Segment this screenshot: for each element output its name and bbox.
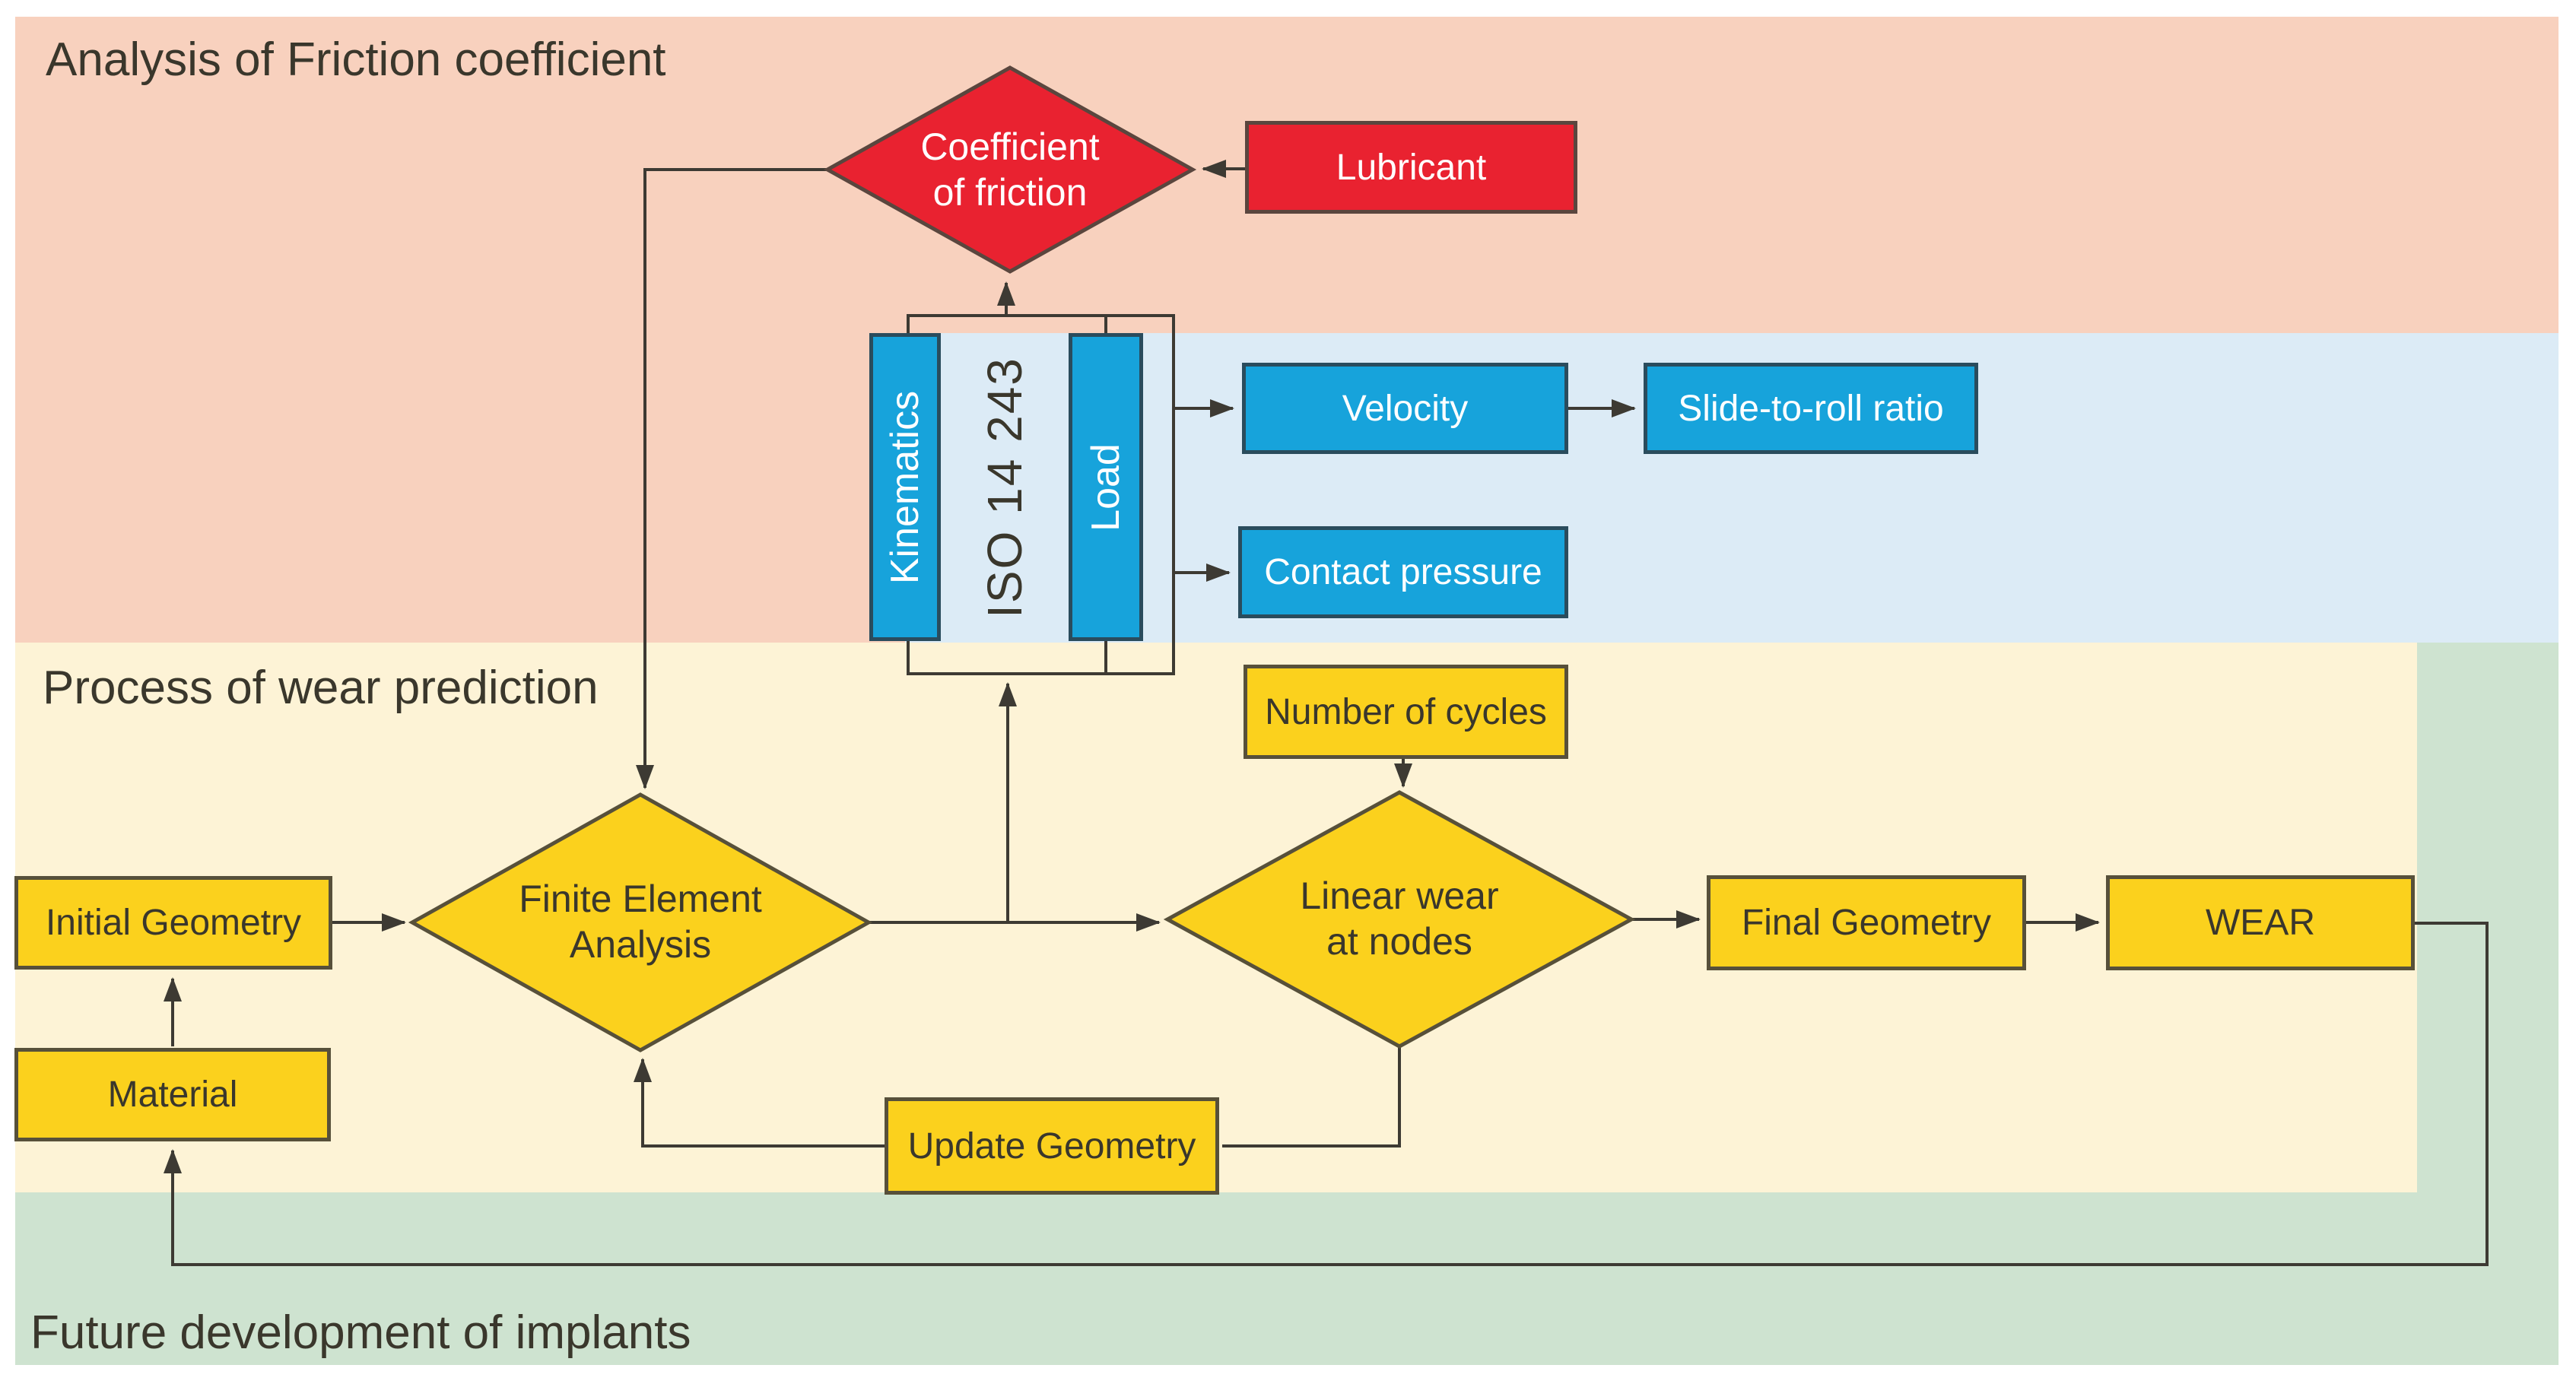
node-update-geometry: Update Geometry — [885, 1097, 1219, 1195]
node-material: Material — [14, 1048, 331, 1141]
label-friction-analysis: Analysis of Friction coefficient — [46, 33, 666, 86]
node-kinematics: Kinematics — [869, 333, 941, 641]
node-initial-geometry: Initial Geometry — [14, 876, 332, 970]
node-slide-to-roll-ratio-label: Slide-to-roll ratio — [1678, 388, 1944, 429]
diamond-finite-element-analysis-label-line2: Analysis — [570, 923, 711, 966]
node-velocity: Velocity — [1242, 363, 1568, 454]
node-wear-label: WEAR — [2206, 903, 2315, 943]
node-initial-geometry-label: Initial Geometry — [45, 903, 302, 943]
edge-cof-to-fea — [636, 168, 827, 789]
node-iso-standard: ISO 14 243 — [941, 333, 1069, 641]
node-material-label: Material — [107, 1075, 238, 1115]
node-load: Load — [1069, 333, 1143, 641]
diamond-coefficient-of-friction: Coefficient of friction — [823, 65, 1197, 274]
node-update-geometry-label: Update Geometry — [907, 1125, 1196, 1167]
diamond-linear-wear-label-line2: at nodes — [1326, 920, 1472, 963]
node-wear: WEAR — [2106, 875, 2415, 970]
diamond-linear-wear: Linear wear at nodes — [1163, 790, 1636, 1049]
node-lubricant-label: Lubricant — [1336, 147, 1487, 188]
connectors — [164, 160, 2489, 1266]
node-number-of-cycles-label: Number of cycles — [1265, 691, 1547, 732]
node-final-geometry: Final Geometry — [1707, 875, 2026, 970]
node-kinematics-label: Kinematics — [883, 390, 927, 584]
node-slide-to-roll-ratio: Slide-to-roll ratio — [1644, 363, 1978, 454]
diamond-coefficient-of-friction-shape — [823, 65, 1197, 274]
edge-linearwear-to-updategeometry — [1222, 1046, 1401, 1148]
node-iso-standard-label: ISO 14 243 — [977, 356, 1032, 618]
diamond-finite-element-analysis-shape — [408, 792, 873, 1052]
edge-updategeometry-to-fea — [634, 1058, 885, 1148]
node-contact-pressure: Contact pressure — [1238, 526, 1568, 618]
diamond-linear-wear-label-line1: Linear wear — [1300, 875, 1498, 917]
node-contact-pressure-label: Contact pressure — [1264, 552, 1542, 592]
node-lubricant: Lubricant — [1245, 121, 1577, 214]
label-future-development: Future development of implants — [30, 1306, 691, 1359]
node-load-label: Load — [1084, 443, 1128, 532]
diamond-coefficient-of-friction-label-line2: of friction — [933, 171, 1088, 214]
node-final-geometry-label: Final Geometry — [1741, 903, 1992, 943]
node-number-of-cycles: Number of cycles — [1244, 665, 1568, 759]
label-wear-prediction: Process of wear prediction — [43, 662, 599, 714]
node-velocity-label: Velocity — [1342, 388, 1469, 429]
diamond-finite-element-analysis: Finite Element Analysis — [408, 792, 873, 1052]
diamond-finite-element-analysis-label-line1: Finite Element — [519, 878, 762, 920]
diamond-coefficient-of-friction-label-line1: Coefficient — [920, 125, 1099, 168]
diamond-linear-wear-shape — [1163, 790, 1636, 1049]
edge-wear-to-material — [164, 922, 2489, 1266]
